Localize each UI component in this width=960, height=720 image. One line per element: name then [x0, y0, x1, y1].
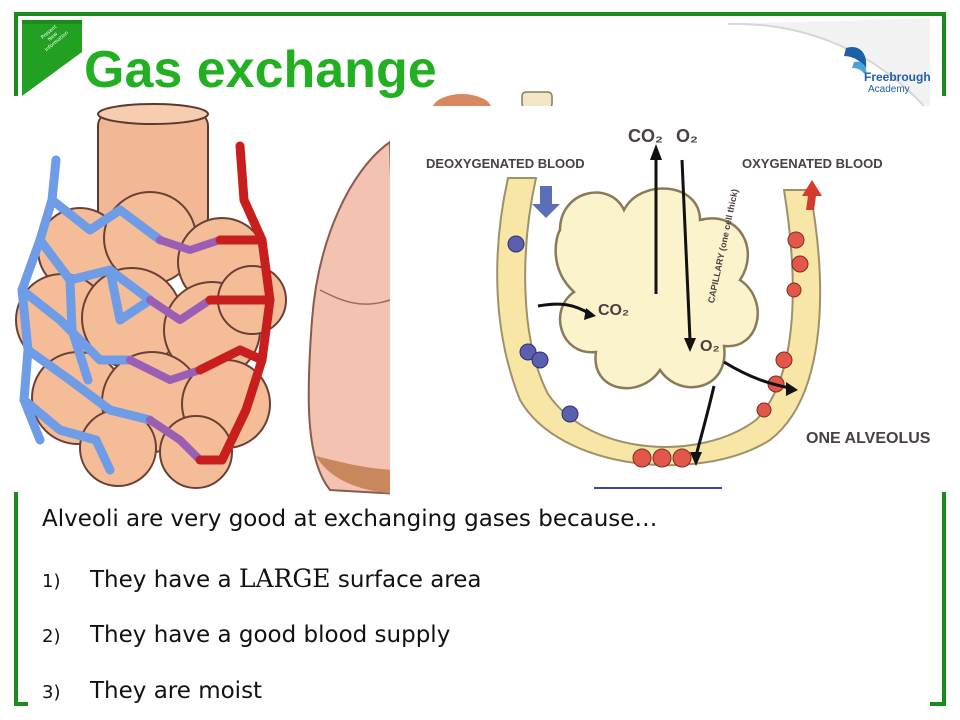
oxygenated-arrow [802, 180, 822, 210]
co2-inner-label: CO₂ [598, 302, 630, 319]
point-text: They are moist [90, 678, 263, 704]
frame-left-border [14, 12, 18, 96]
point-text-after: surface area [330, 567, 482, 593]
list-item: 3) They are moist [42, 674, 262, 710]
one-alveolus-label: ONE ALVEOLUS [806, 430, 931, 447]
page-title: Gas exchange [84, 41, 437, 99]
deoxygenated-arrow [532, 186, 560, 218]
co2-top-label: CO₂ [628, 126, 663, 146]
logo-swoosh-icon [727, 18, 930, 107]
alveolus-diagram-art [496, 144, 822, 489]
o2-inner-label: O₂ [700, 338, 720, 355]
list-item: 1) They have a LARGE surface area [42, 562, 481, 599]
alveoli-illustration [15, 91, 553, 496]
list-number: 1) [42, 571, 61, 592]
bronchiole-opening [97, 103, 209, 125]
frame-bottom-right-corner [930, 702, 946, 706]
blue-blood-cells [507, 235, 579, 423]
oxygenated-blood-label: OXYGENATED BLOOD [742, 156, 883, 171]
list-number: 3) [42, 682, 61, 703]
freebrough-bird-logo-icon [844, 46, 867, 76]
frame-top-border [14, 12, 946, 16]
logo-name: Freebrough [864, 70, 931, 84]
point-text: They have a good blood supply [90, 622, 451, 648]
gas-arrowheads [584, 144, 798, 466]
frame-bottom-left-border [14, 492, 18, 706]
frame-bottom-right-border [942, 492, 946, 706]
point-emphasis: LARGE [238, 564, 331, 593]
deoxygenated-blood-label: DEOXYGENATED BLOOD [426, 156, 585, 171]
lung-body [307, 140, 402, 496]
list-number: 2) [42, 626, 61, 647]
point-text-before: They have a [90, 567, 239, 593]
logo-subtitle: Academy [868, 84, 910, 95]
alveolus-diagram: CO₂ O₂ DEOXYGENATED BLOOD OXYGENATED BLO… [390, 106, 956, 498]
red-blood-cells [632, 231, 809, 468]
frame-bottom-left-corner [14, 702, 28, 706]
text-panel [20, 496, 940, 702]
deoxygenated-vessels [17, 155, 165, 475]
list-item: 2) They have a good blood supply [42, 618, 450, 654]
mixed-vessels [126, 236, 224, 464]
lung-lobe-line [319, 289, 391, 305]
oxygenated-vessels [195, 141, 275, 465]
frame-right-border [942, 12, 946, 96]
intro-text: Alveoli are very good at exchanging gase… [42, 506, 658, 532]
lung-base [316, 456, 400, 494]
present-new-information-badge-icon [22, 20, 82, 96]
o2-top-label: O₂ [676, 126, 698, 146]
